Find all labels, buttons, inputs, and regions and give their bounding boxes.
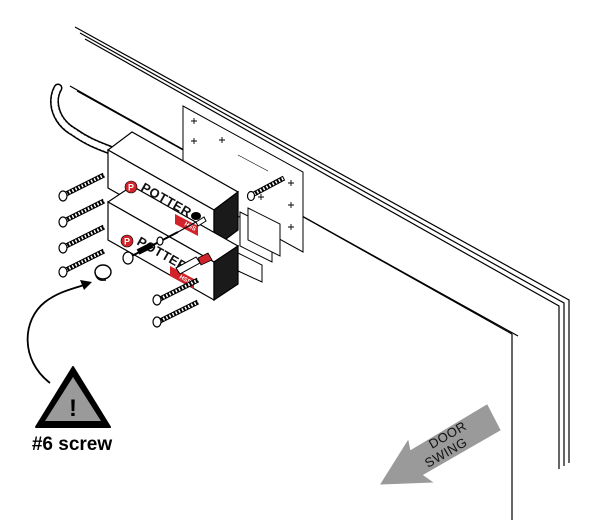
bottom-screws (152, 277, 200, 328)
door-swing-arrow: DOOR SWING (380, 404, 501, 485)
brand-logo-bottom: P (120, 234, 134, 248)
frame-mounting-plate (182, 105, 304, 253)
brand-logo-glyph-bottom: P (124, 237, 130, 247)
left-screw-1 (58, 172, 106, 202)
bottom-screw-2 (152, 299, 200, 328)
bottom-screw-1 (152, 277, 200, 306)
brand-logo-circle-top (124, 180, 138, 194)
frame-screw (246, 175, 286, 202)
model-label-top: HSS (183, 222, 197, 233)
callout-arrow (26, 280, 92, 384)
frame-inner-edge (84, 38, 560, 469)
bushing-cap (94, 264, 112, 281)
pin-to-plate (177, 216, 207, 233)
left-screw-2 (58, 198, 106, 228)
plunger-assembly (94, 216, 213, 281)
shim-plates (235, 207, 281, 283)
left-screws (58, 172, 106, 278)
frame-outer-edge (74, 26, 570, 463)
model-label-bottom: HSS (178, 275, 192, 286)
door-frame (74, 26, 570, 469)
bottom-pin (175, 252, 213, 275)
left-screw-4 (58, 248, 106, 278)
model-badge-top: HSS (175, 214, 198, 236)
upper-hole (191, 212, 201, 220)
lower-end-face (213, 244, 239, 302)
brand-logo-glyph-top: P (128, 183, 134, 193)
screw-callout-label: #6 screw (32, 434, 113, 455)
brand-logo-circle-bottom (120, 234, 134, 248)
warning-triangle-icon: ! (35, 366, 111, 428)
brand-logo-top: P (124, 180, 138, 194)
warning-exclamation: ! (69, 395, 77, 422)
left-screw-3 (58, 224, 106, 254)
frame-middle-edge (79, 32, 565, 466)
power-cable (50, 83, 115, 155)
